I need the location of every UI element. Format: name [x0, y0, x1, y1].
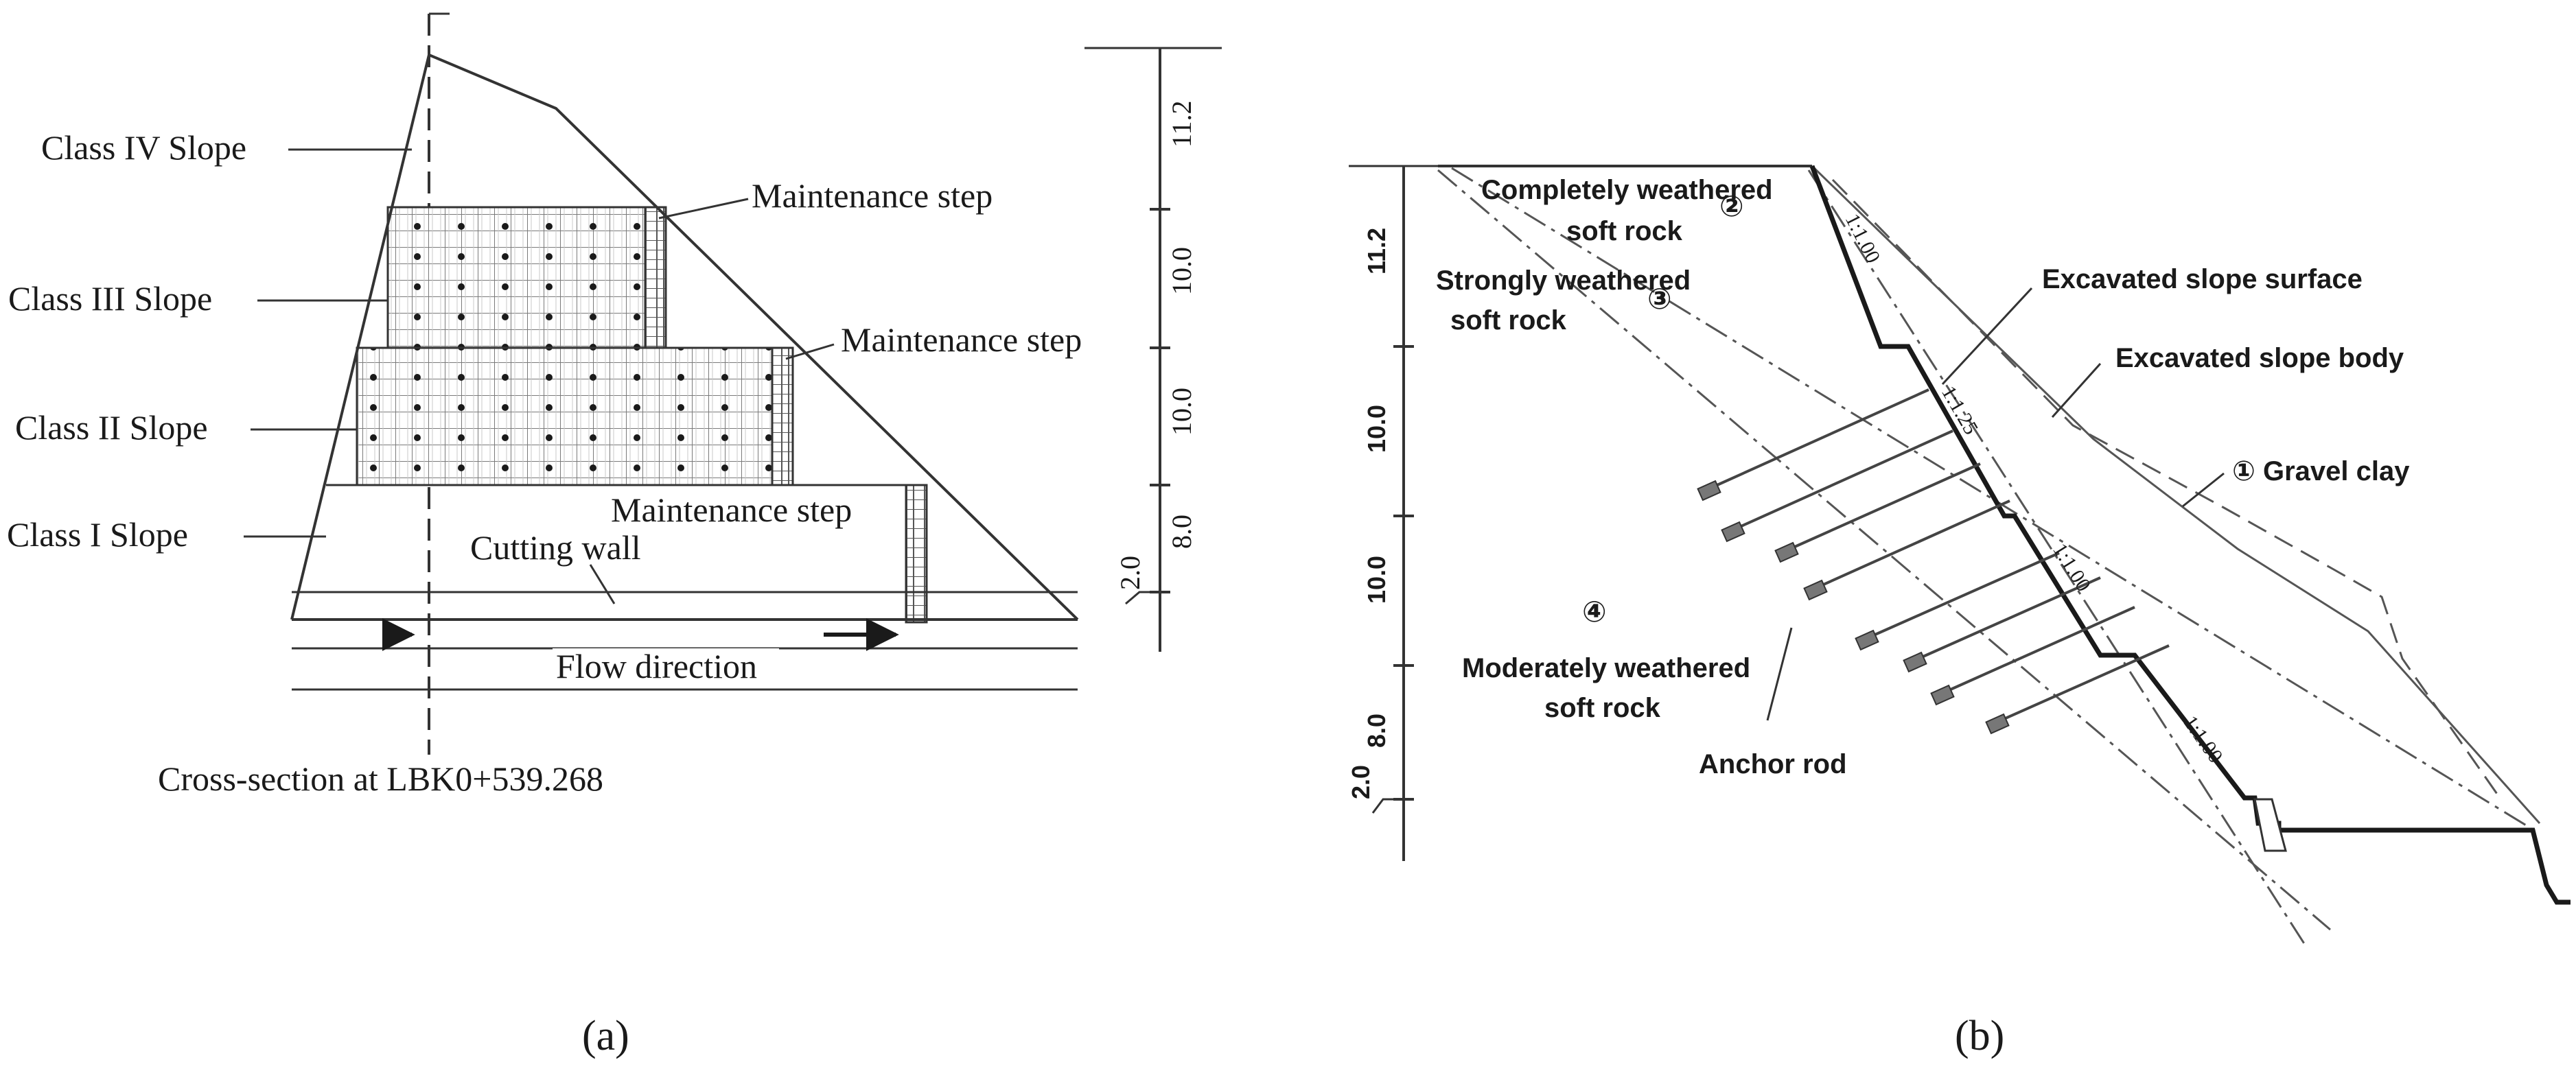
- scale-b-label-2: 10.0: [1362, 405, 1391, 453]
- excavated-surface-leader: [1941, 287, 2033, 386]
- figure-b: 1:1.00 1:1.25 1:1.00 1:1.00 Completely w…: [1347, 165, 2571, 1059]
- anchor-rod: [1789, 462, 1981, 550]
- flow-direction-label-bg: [553, 648, 779, 688]
- anchor-head: [1803, 579, 1828, 601]
- scale-a-label-3: 10.0: [1166, 388, 1197, 436]
- panel-label-a: (a): [582, 1013, 629, 1059]
- layer-3-number: ③: [1647, 283, 1672, 315]
- layer-2-label-line1: Completely weathered: [1481, 175, 1773, 205]
- maintenance-step-ladder-2: [771, 346, 794, 486]
- anchor-rod-label: Anchor rod: [1699, 749, 1847, 779]
- scale-b-label-1: 11.2: [1362, 228, 1391, 274]
- gravel-clay-leader: [2182, 472, 2225, 508]
- slope-ratio-label-3: 1:1.00: [2048, 539, 2095, 596]
- panel-label-b: (b): [1955, 1013, 2004, 1059]
- anchor-rod: [1712, 388, 1929, 488]
- scale-b-label-4: 8.0: [1362, 714, 1391, 748]
- anchor-rod: [1736, 429, 1953, 530]
- excavated-body-leader: [2051, 362, 2102, 419]
- scale-a-label-5: 2.0: [1115, 556, 1146, 590]
- scale-a-label-2: 10.0: [1166, 247, 1197, 295]
- maintenance-step-2-leader: [785, 343, 835, 360]
- anchor-rod-leader: [1766, 627, 1793, 721]
- scale-a-label-4: 8.0: [1166, 515, 1197, 549]
- scale-b-label-3: 10.0: [1362, 556, 1391, 604]
- layer-2-number: ②: [1719, 190, 1744, 222]
- scale-b-label-5: 2.0: [1347, 765, 1375, 799]
- anchor-rods: [1697, 388, 2170, 735]
- anchor-head: [1903, 651, 1927, 673]
- figure-a: Class IV Slope Class III Slope Class II …: [7, 12, 1222, 1059]
- anchor-rod: [2000, 644, 2170, 722]
- layer-2-label-line2: soft rock: [1566, 216, 1683, 246]
- toe-ditch: [2253, 798, 2287, 852]
- anchor-rod: [1918, 576, 2101, 660]
- class-iii-anchor-dots: [388, 207, 655, 348]
- cutting-wall-leader: [589, 564, 616, 604]
- anchor-head: [1697, 480, 1721, 502]
- natural-ground-line: [1811, 165, 2541, 824]
- excavated-surface-label: Excavated slope surface: [2042, 264, 2363, 294]
- layer-4-label-line1: Moderately weathered: [1462, 653, 1750, 683]
- scale-a-label-1: 11.2: [1166, 100, 1197, 148]
- flow-direction-label: Flow direction: [556, 647, 757, 685]
- anchor-head: [1985, 713, 2010, 735]
- gravel-clay-label: ① Gravel clay: [2232, 456, 2410, 486]
- scale-bar-b: 11.2 10.0 10.0 8.0 2.0: [1347, 165, 1438, 861]
- anchor-head: [1855, 629, 1879, 651]
- anchor-head: [1930, 684, 1955, 706]
- anchor-head: [1721, 521, 1745, 543]
- cutting-wall-label: Cutting wall: [470, 528, 641, 567]
- layer-4-number: ④: [1582, 596, 1607, 628]
- layer-4-label-line2: soft rock: [1544, 693, 1661, 723]
- scale-bar-a: 11.2 10.0 10.0 8.0 2.0: [1084, 47, 1222, 652]
- maintenance-step-1-leader: [658, 198, 749, 220]
- layer-3-label-line2: soft rock: [1450, 305, 1567, 335]
- class-iv-label: Class IV Slope: [41, 128, 246, 167]
- maintenance-step-ladder-1: [644, 206, 667, 349]
- boundary-weathered-soft-rock: [1807, 169, 2308, 947]
- maintenance-step-2-label: Maintenance step: [841, 320, 1082, 359]
- anchor-rod: [1818, 499, 2010, 588]
- boundary-strongly-moderately: [1437, 169, 2331, 931]
- gravel-clay-dashed: [1831, 178, 2500, 797]
- anchor-rod: [1870, 552, 2060, 638]
- anchor-rod: [1945, 606, 2135, 693]
- class-ii-label: Class II Slope: [15, 408, 208, 447]
- excavated-slope-surface: [1809, 165, 2571, 905]
- maintenance-step-ladder-3: [905, 484, 928, 624]
- excavated-body-label: Excavated slope body: [2115, 343, 2404, 373]
- slope-outline-right: [428, 54, 1079, 621]
- layer-3-label-line1: Strongly weathered: [1436, 266, 1691, 296]
- anchor-head: [1774, 541, 1799, 563]
- maintenance-step-3-label: Maintenance step: [611, 491, 852, 529]
- maintenance-step-1-label: Maintenance step: [752, 176, 993, 215]
- class-iii-label: Class III Slope: [8, 279, 212, 318]
- cross-section-label: Cross-section at LBK0+539.268: [158, 759, 603, 798]
- class-i-label: Class I Slope: [7, 515, 188, 554]
- class-ii-anchor-dots: [357, 348, 776, 485]
